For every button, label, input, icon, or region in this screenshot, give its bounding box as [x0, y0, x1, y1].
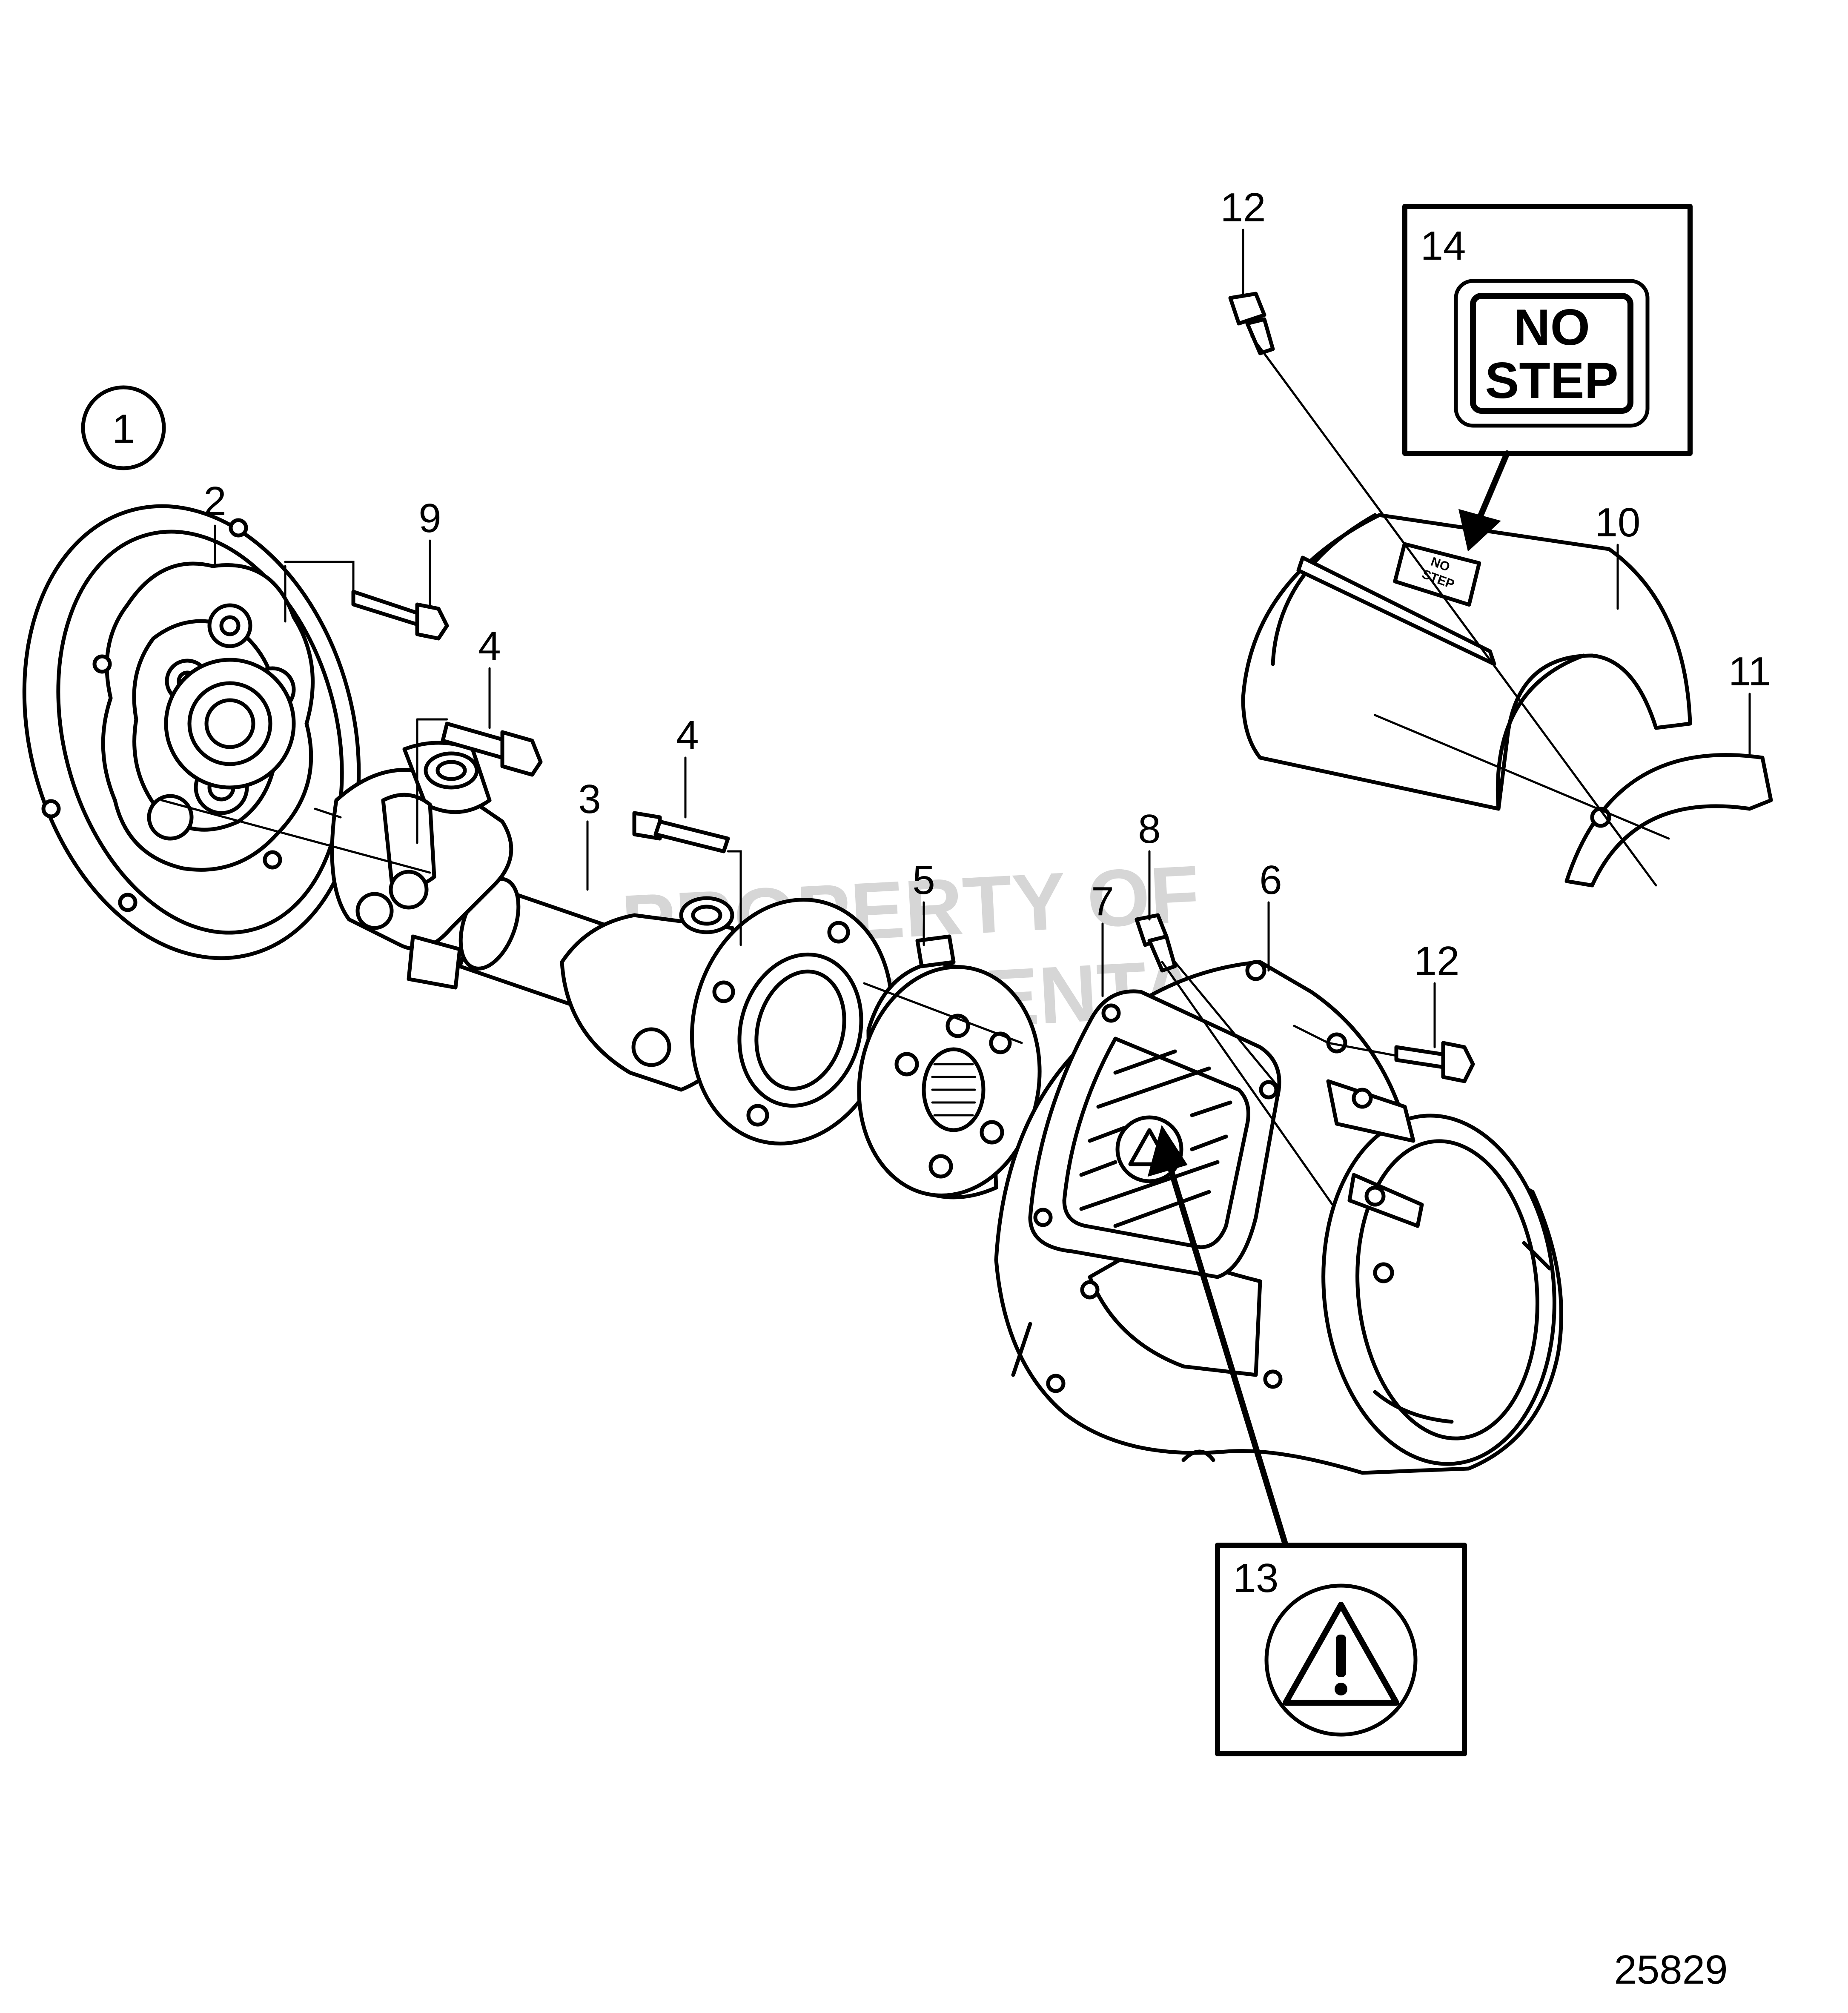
callout-7: 7 — [1091, 879, 1114, 924]
warning-decal-inset — [1147, 1125, 1467, 1756]
callout-2: 2 — [203, 478, 226, 524]
warning-triangle-icon — [1283, 1602, 1399, 1706]
figure-number: 25829 — [1614, 1947, 1728, 1993]
callout-4-upper: 4 — [478, 623, 501, 669]
callout-8: 8 — [1138, 806, 1160, 852]
no-step-sign-line-1: NO — [1513, 299, 1590, 356]
circled-number-icon — [81, 385, 166, 470]
assembly-lines — [160, 335, 1670, 1206]
callout-1: 1 — [112, 406, 135, 452]
bolt-12-lower — [1394, 1041, 1475, 1083]
callout-14: 14 — [1421, 223, 1466, 269]
no-step-decal-inset: NO STEP — [1402, 204, 1693, 552]
callout-3: 3 — [578, 776, 601, 822]
bracket-part — [1564, 753, 1773, 888]
callout-10: 10 — [1595, 500, 1641, 545]
callout-4-lower: 4 — [676, 713, 699, 758]
cover-part: NO STEP — [1241, 513, 1692, 811]
no-step-sign-line-2: STEP — [1485, 352, 1618, 409]
callout-5: 5 — [912, 857, 935, 903]
flywheel-flange-part — [22, 504, 361, 960]
bolt-12-upper — [1228, 292, 1275, 355]
bolt-4-upper — [441, 722, 543, 777]
callout-labels: 1 2 3 4 4 5 6 7 8 9 10 11 12 12 13 14 — [81, 185, 1771, 1601]
callout-6: 6 — [1259, 857, 1282, 903]
callout-9: 9 — [418, 495, 441, 541]
bolt-8 — [1135, 913, 1177, 973]
callout-13: 13 — [1233, 1555, 1279, 1601]
bolt-9 — [351, 590, 449, 641]
callout-11: 11 — [1728, 649, 1771, 694]
callout-12-lower: 12 — [1414, 938, 1460, 984]
bolt-4-lower — [632, 811, 730, 853]
callout-leaders — [214, 229, 1751, 1048]
callout-12-upper: 12 — [1221, 185, 1266, 230]
drive-shaft-part — [330, 741, 894, 1145]
